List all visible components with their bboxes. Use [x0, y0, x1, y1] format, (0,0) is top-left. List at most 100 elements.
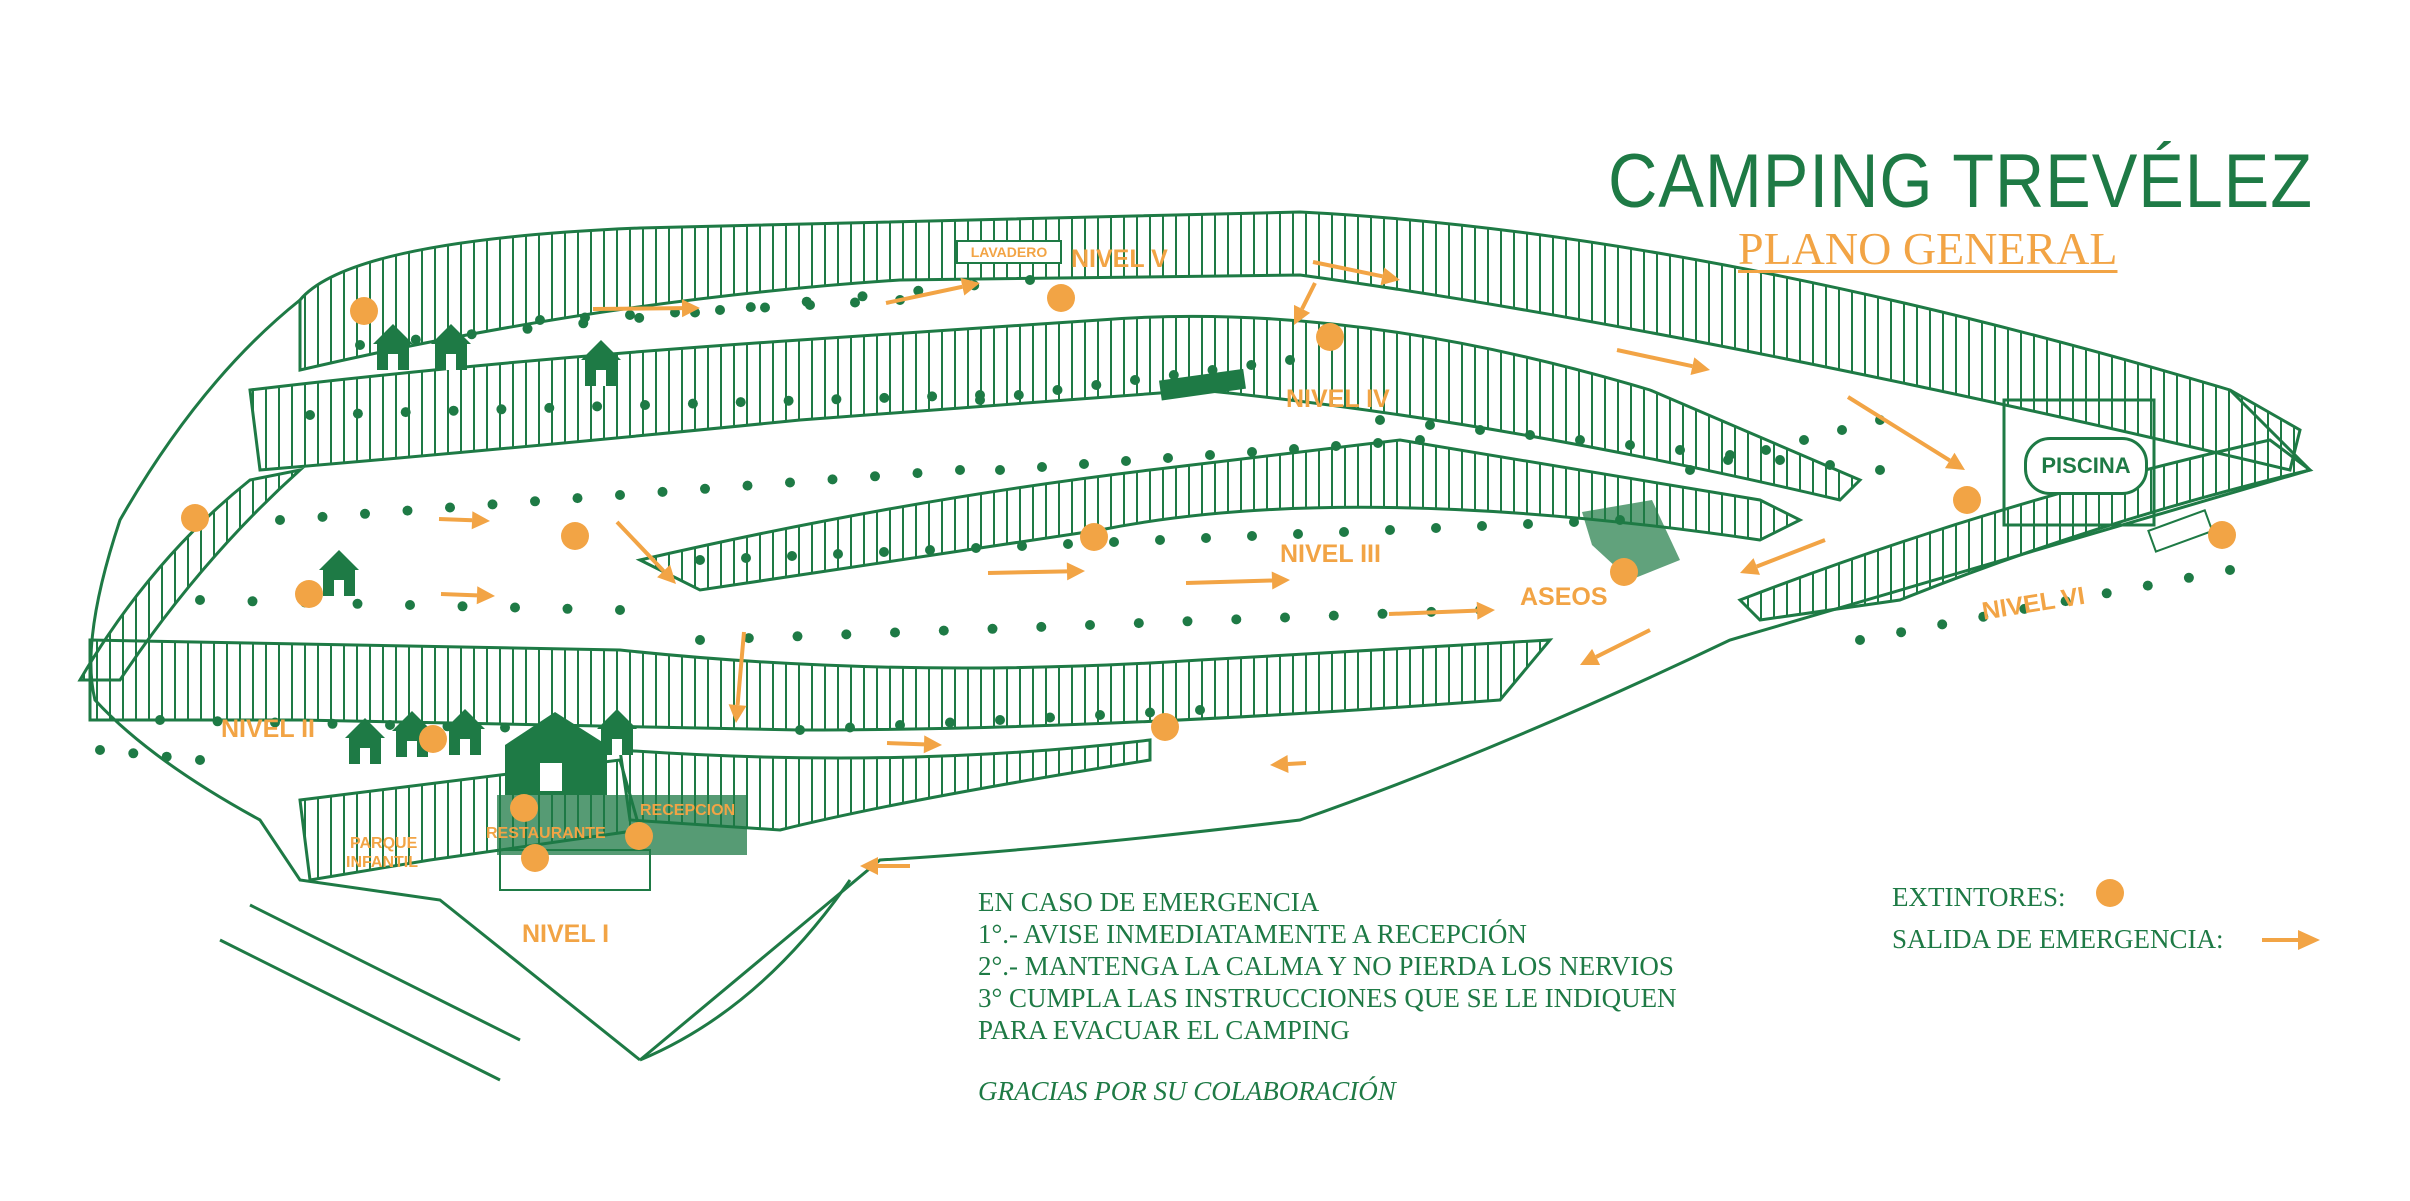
tree-dot-icon	[405, 600, 415, 610]
tree-dot-icon	[1155, 535, 1165, 545]
tree-dot-icon	[305, 410, 315, 420]
tree-dot-icon	[327, 718, 338, 729]
emergency-step-3: 3° CUMPLA LAS INSTRUCCIONES QUE SE LE IN…	[978, 983, 1677, 1013]
tree-dot-icon	[1685, 465, 1695, 475]
nivel-vi-structure	[2147, 509, 2214, 553]
tree-dot-icon	[1328, 610, 1339, 621]
tree-dot-icon	[615, 605, 625, 615]
tree-dot-icon	[827, 474, 838, 485]
tree-dot-icon	[1837, 425, 1847, 435]
label-nivel-v: NIVEL V	[1071, 245, 1168, 273]
tree-dot-icon	[1723, 455, 1733, 465]
tree-dot-icon	[615, 490, 625, 500]
tree-dot-icon	[1775, 455, 1785, 465]
tree-dot-icon	[640, 400, 650, 410]
label-lavadero: LAVADERO	[956, 240, 1062, 264]
tree-dot-icon	[360, 508, 370, 519]
tree-dot-icon	[1675, 445, 1685, 455]
tree-dot-icon	[975, 395, 985, 405]
emergency-exit-arrow-icon	[885, 277, 980, 305]
tree-dot-icon	[945, 717, 955, 728]
tree-dot-icon	[995, 715, 1005, 725]
tree-dot-icon	[317, 511, 328, 522]
tree-dot-icon	[1195, 705, 1205, 715]
tree-dot-icon	[1569, 517, 1579, 527]
tree-dot-icon	[400, 407, 411, 418]
tree-dot-icon	[1085, 620, 1095, 630]
tree-dot-icon	[695, 555, 705, 565]
fire-extinguisher-icon	[1080, 523, 1108, 551]
tree-dot-icon	[1475, 425, 1485, 435]
tree-dot-icon	[845, 722, 855, 733]
terrace-left-edge	[77, 467, 306, 682]
label-nivel-ii: NIVEL II	[221, 715, 316, 743]
reception-building-roof	[505, 712, 607, 745]
tree-dot-icon	[1247, 531, 1257, 541]
emergency-exit-arrow-icon	[1740, 538, 1826, 575]
emergency-exit-arrow-icon	[860, 857, 910, 875]
tree-dot-icon	[212, 716, 223, 727]
emergency-step-4: PARA EVACUAR EL CAMPING	[978, 1015, 1350, 1045]
emergency-exit-arrow-icon	[1312, 260, 1400, 286]
tree-dot-icon	[1373, 438, 1383, 448]
tree-dot-icon	[535, 315, 545, 325]
tree-dot-icon	[1182, 616, 1193, 627]
emergency-exit-arrow-icon	[1185, 571, 1290, 590]
tree-dot-icon	[1280, 612, 1290, 623]
tree-dot-icon	[1625, 440, 1635, 450]
tree-dot-icon	[2142, 580, 2153, 591]
page-subtitle: PLANO GENERAL	[1738, 223, 2118, 274]
tree-dot-icon	[841, 629, 852, 640]
fire-extinguisher-icon	[521, 844, 549, 872]
tree-dot-icon	[1415, 435, 1425, 445]
tree-dot-icon	[592, 401, 603, 412]
tree-dot-icon	[625, 310, 635, 320]
tree-dot-icon	[1285, 355, 1295, 365]
tree-dot-icon	[857, 291, 868, 302]
tree-dot-icon	[870, 471, 880, 482]
tree-dot-icon	[1289, 444, 1299, 454]
tree-dot-icon	[743, 633, 754, 644]
tree-dot-icon	[912, 468, 923, 479]
emergency-exit-arrow-icon	[438, 511, 490, 530]
legend-salida-label: SALIDA DE EMERGENCIA:	[1892, 923, 2224, 954]
tree-dot-icon	[1385, 525, 1395, 535]
tree-dot-icon	[792, 631, 803, 642]
tree-dot-icon	[741, 553, 751, 563]
tree-dot-icon	[496, 404, 507, 415]
fire-extinguisher-icon	[181, 504, 209, 532]
emergency-heading: EN CASO DE EMERGENCIA	[978, 887, 1320, 917]
label-nivel-iv: NIVEL IV	[1286, 385, 1390, 413]
emergency-instructions: EN CASO DE EMERGENCIA 1°.- AVISE INMEDIA…	[978, 886, 1677, 1046]
tree-dot-icon	[1109, 537, 1119, 547]
emergency-step-1: 1°.- AVISE INMEDIATAMENTE A RECEPCIÓN	[978, 919, 1527, 949]
tree-dot-icon	[161, 751, 172, 762]
tree-dot-icon	[572, 493, 583, 504]
emergency-exit-arrow-icon	[1388, 601, 1495, 620]
tree-dot-icon	[938, 625, 949, 636]
fire-extinguisher-icon	[419, 725, 447, 753]
tree-dot-icon	[352, 598, 363, 609]
label-recepcion: RECEPCION	[640, 802, 736, 819]
tree-dot-icon	[1133, 618, 1144, 629]
tree-dot-icon	[402, 505, 413, 516]
fire-extinguisher-icon	[510, 794, 538, 822]
tree-dot-icon	[1095, 710, 1105, 720]
tree-dot-icon	[2225, 565, 2235, 575]
tree-dot-icon	[783, 395, 794, 406]
emergency-exit-arrow-icon	[1580, 628, 1651, 665]
tree-dot-icon	[1825, 460, 1835, 470]
tree-dot-icon	[1025, 275, 1035, 285]
tree-dot-icon	[1377, 608, 1388, 619]
tree-dot-icon	[580, 312, 590, 323]
tree-dot-icon	[879, 547, 889, 557]
tree-dot-icon	[913, 285, 924, 296]
tree-dot-icon	[1331, 441, 1341, 451]
emergency-exit-arrow-icon	[1616, 348, 1710, 375]
emergency-exits	[438, 260, 1965, 875]
tree-dot-icon	[1130, 375, 1140, 385]
tree-dot-icon	[155, 715, 165, 725]
tree-dot-icon	[634, 312, 645, 323]
tree-dot-icon	[1425, 420, 1435, 430]
